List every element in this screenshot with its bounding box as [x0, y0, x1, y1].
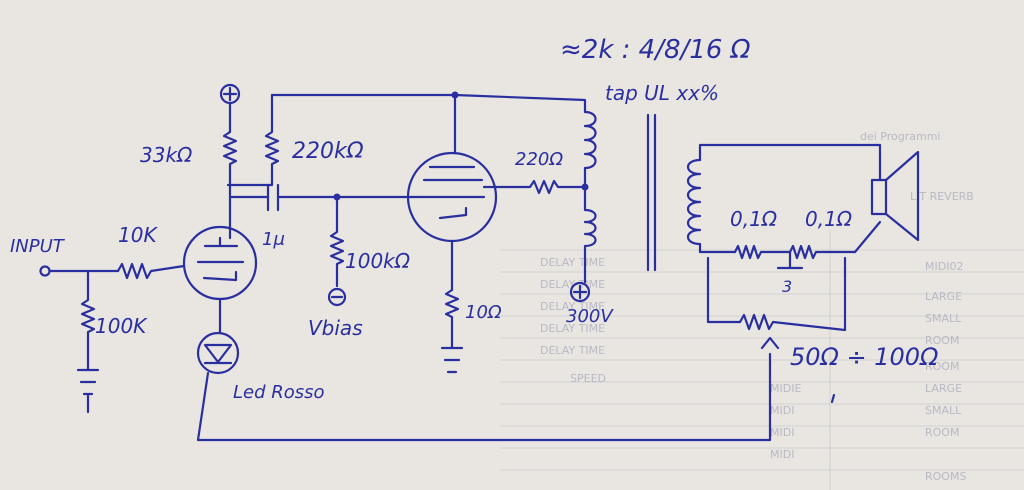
label-led: Led Rosso [233, 382, 325, 403]
wire-secondary-top [698, 143, 882, 182]
resistor-220k [264, 93, 280, 182]
ground-cathode [440, 328, 464, 374]
ghost-right-6: SMALL [925, 404, 962, 417]
label-r-anode: 33kΩ [140, 143, 193, 167]
ghost-right-4: ROOM [925, 360, 959, 373]
pentode-output [406, 151, 498, 243]
ghost-row-8: MIDI [770, 426, 794, 439]
transformer-primary [583, 110, 597, 284]
bias-symbol [327, 287, 347, 307]
ghost-row-9: MIDI [770, 448, 794, 461]
ghost-right-5: LARGE [925, 382, 962, 395]
label-r-grid: 220kΩ [292, 139, 364, 164]
input-jack [39, 265, 51, 277]
ghost-right-0: MIDI02 [925, 260, 963, 273]
wire-feedback-loop [196, 352, 772, 442]
resistor-220-ohm [482, 179, 587, 195]
ghost-right-3: ROOM [925, 334, 959, 347]
label-tap: tap UL xx% [605, 81, 719, 105]
ground-sense [776, 250, 804, 270]
wire-220k-to-anode [226, 178, 274, 187]
label-r-series: 10K [118, 223, 158, 247]
stray-mark [830, 393, 836, 404]
ghost-right-7: ROOM [925, 426, 959, 439]
pot-wiper-arrow [760, 336, 780, 350]
ghost-right-8: ROOMS [925, 470, 966, 483]
label-transformer-ratio: ≈2k : 4/8/16 Ω [560, 35, 751, 65]
resistor-10k [116, 262, 186, 280]
resistor-33k [222, 130, 238, 182]
resistor-10-ohm [444, 288, 460, 332]
label-bias: Vbias [308, 316, 363, 340]
ghost-row-3: DELAY TIME [540, 322, 605, 335]
label-r-screen: 220Ω [515, 149, 563, 170]
ghost-row-2: DELAY TIME [540, 300, 605, 313]
label-r-cathode: 10Ω [465, 302, 502, 323]
potentiometer [738, 256, 847, 332]
ghost-row-6: MIDIE [770, 382, 801, 395]
resistor-100k-bias [329, 195, 345, 288]
label-r-sense-1: 0,1Ω [730, 207, 778, 231]
label-pot-range: 50Ω ÷ 100Ω [790, 343, 939, 371]
ground-input [76, 353, 100, 414]
ghost-row-0: DELAY TIME [540, 256, 605, 269]
resistor-0-1-b [788, 244, 857, 260]
wire-secondary-bottom [698, 242, 737, 254]
label-r-input: 100K [95, 314, 148, 338]
background-sheet: dei Programmi LIT REVERB DELAY TIME DELA… [500, 130, 1024, 490]
ghost-row-5: SPEED [570, 372, 606, 385]
wire-pot-left [706, 256, 742, 324]
transformer-core [646, 113, 657, 272]
wire-top-rail [270, 93, 587, 114]
resistor-0-1-a [733, 244, 792, 260]
ghost-row-4: DELAY TIME [540, 344, 605, 357]
ground-sense-mark: 3 [782, 277, 792, 296]
label-r-bias: 100kΩ [345, 249, 411, 273]
ghost-title: dei Programmi [860, 130, 941, 143]
resistor-100k-input [80, 269, 96, 357]
led-red [196, 331, 240, 375]
supply-plus-symbol [219, 83, 241, 105]
ghost-heading: LIT REVERB [910, 190, 974, 203]
transformer-secondary [686, 158, 702, 246]
triode-input [182, 225, 258, 301]
ghost-row-7: MIDI [770, 404, 794, 417]
label-r-sense-2: 0,1Ω [805, 207, 853, 231]
label-b-plus: 300V [566, 306, 614, 327]
label-input: INPUT [10, 236, 66, 257]
speaker-icon [870, 150, 920, 242]
wire-to-speaker [853, 220, 882, 254]
capacitor-1u [266, 183, 280, 212]
b-plus-symbol [569, 281, 591, 303]
label-cap: 1μ [262, 229, 285, 250]
ghost-right-1: LARGE [925, 290, 962, 303]
ghost-right-2: SMALL [925, 312, 962, 325]
